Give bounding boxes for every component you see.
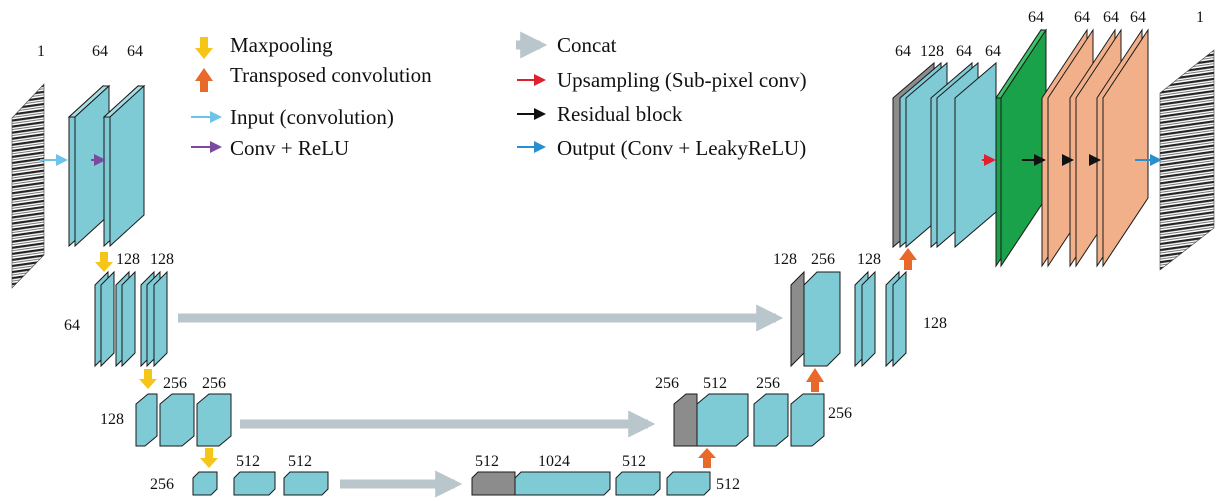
channel-label: 256 [655, 375, 679, 392]
channel-label: 128 [857, 251, 881, 268]
channel-label: 64 [985, 43, 1001, 60]
channel-label: 512 [716, 476, 740, 493]
decoder-block-3 [673, 393, 825, 447]
output-seismic-image [1159, 49, 1215, 271]
encoder-block-2 [135, 393, 232, 447]
channel-label: 128 [773, 251, 797, 268]
channel-label: 1 [37, 43, 45, 60]
legend-input-convolution: Input (convolution) [230, 105, 394, 129]
channel-label: 128 [150, 251, 174, 268]
channel-label: 512 [622, 453, 646, 470]
decoder-block-1 [892, 61, 997, 249]
transposed-conv-arrow [698, 448, 716, 468]
channel-label: 64 [895, 43, 911, 60]
maxpool-arrow [95, 252, 113, 272]
channel-label: 1 [1196, 9, 1204, 26]
channel-label: 512 [288, 453, 312, 470]
output-blocks [1041, 28, 1149, 268]
channel-label: 256 [150, 476, 174, 493]
legend-transposed-convolution: Transposed convolution [230, 63, 432, 87]
input-block-2 [102, 84, 146, 248]
legend-conv-relu: Conv + ReLU [230, 136, 349, 160]
channel-label: 512 [703, 375, 727, 392]
transposed-conv-arrow [899, 248, 917, 270]
legend-residual-block: Residual block [557, 102, 683, 126]
channel-label: 64 [92, 43, 108, 60]
channel-label: 256 [163, 375, 187, 392]
legend-output: Output (Conv + LeakyReLU) [557, 136, 806, 160]
maxpooling-legend-icon [195, 37, 213, 59]
bottleneck-block [471, 471, 711, 496]
legend-upsampling: Upsampling (Sub-pixel conv) [557, 68, 807, 92]
residual-block-green [995, 28, 1047, 268]
maxpool-arrow [139, 369, 157, 389]
channel-label: 1024 [538, 453, 570, 470]
encoder-block-3 [192, 471, 329, 496]
channel-labels: 1 64 64 128 128 64 256 256 128 512 512 2… [37, 9, 1204, 493]
maxpool-arrow [200, 448, 218, 468]
channel-label: 64 [1028, 9, 1044, 26]
encoder-block-1 [94, 270, 168, 368]
channel-label: 256 [828, 405, 852, 422]
channel-label: 128 [116, 251, 140, 268]
channel-label: 256 [756, 375, 780, 392]
channel-label: 128 [920, 43, 944, 60]
legend-maxpooling: Maxpooling [230, 33, 333, 57]
channel-label: 64 [1130, 9, 1146, 26]
channel-label: 256 [811, 251, 835, 268]
legend: Maxpooling Transposed convolution Input … [191, 31, 807, 160]
channel-label: 64 [64, 317, 80, 334]
channel-label: 128 [923, 315, 947, 332]
channel-label: 64 [1103, 9, 1119, 26]
legend-concat: Concat [557, 33, 617, 57]
transposed-conv-legend-icon [195, 68, 213, 92]
input-block-1 [67, 84, 111, 248]
channel-label: 512 [236, 453, 260, 470]
channel-label: 64 [956, 43, 972, 60]
channel-label: 64 [127, 43, 143, 60]
decoder-block-2 [790, 270, 907, 368]
channel-label: 128 [100, 411, 124, 428]
channel-label: 512 [475, 453, 499, 470]
input-seismic-image [11, 83, 45, 289]
channel-label: 256 [202, 375, 226, 392]
channel-label: 64 [1074, 9, 1090, 26]
transposed-conv-arrow [806, 368, 824, 392]
